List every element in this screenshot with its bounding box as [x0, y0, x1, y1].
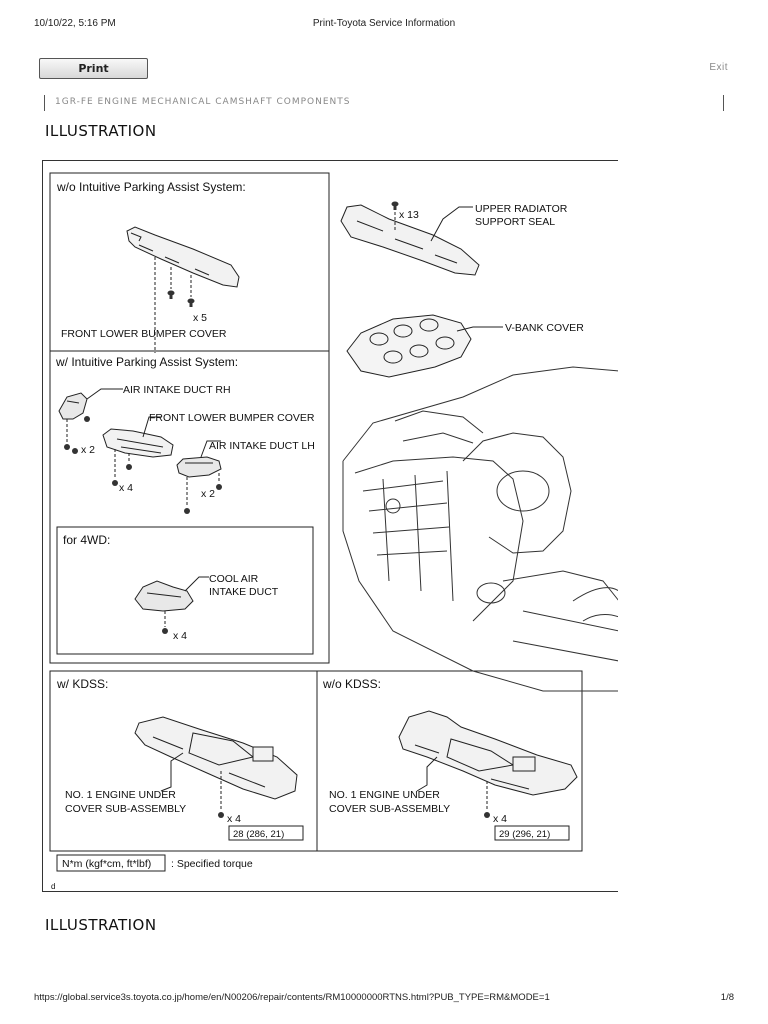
- section-heading-illustration: ILLUSTRATION: [45, 122, 157, 140]
- label-engine-under-2-line1: NO. 1 ENGINE UNDER: [329, 789, 440, 801]
- section-heading-illustration-2: ILLUSTRATION: [45, 916, 157, 934]
- label-front-lower-bumper-cover-2: FRONT LOWER BUMPER COVER: [149, 412, 315, 424]
- torque-box-kdss: [228, 825, 304, 841]
- panel-4wd: [56, 526, 314, 655]
- v-bank-cover-part: [346, 314, 472, 378]
- document-title: Print-Toyota Service Information: [312, 18, 456, 29]
- breadcrumb: 1GR-FE ENGINE MECHANICAL CAMSHAFT COMPON…: [55, 97, 351, 107]
- label-air-intake-duct-rh: AIR INTAKE DUCT RH: [123, 384, 231, 396]
- page-number: 1/8: [720, 992, 734, 1003]
- cool-air-intake-duct-part: [134, 580, 194, 612]
- print-footer: https://global.service3s.toyota.co.jp/ho…: [34, 992, 734, 1006]
- qty-duct-rh-bolts: x 2: [81, 444, 95, 456]
- legend-unit: N*m (kgf*cm, ft*lbf): [62, 858, 151, 870]
- label-cool-air-line1: COOL AIR: [209, 573, 259, 585]
- qty-no-kdss-bolts: x 4: [493, 813, 507, 825]
- panel-title-without-ipas: w/o Intuitive Parking Assist System:: [56, 180, 246, 194]
- panel-title-without-kdss: w/o KDSS:: [322, 677, 381, 691]
- qty-bumper-clips: x 5: [193, 312, 207, 324]
- bumper-cover-ipas-part: [102, 428, 174, 458]
- bolt-icon: [64, 416, 222, 514]
- components-illustration: w/o Intuitive Parking Assist System: w/ …: [42, 160, 618, 892]
- air-intake-duct-lh-part: [176, 456, 222, 478]
- print-header: 10/10/22, 5:16 PM Print-Toyota Service I…: [34, 18, 734, 32]
- label-upper-radiator-line2: SUPPORT SEAL: [475, 216, 555, 228]
- print-button[interactable]: Print: [39, 58, 148, 79]
- bolt-icon: [218, 812, 224, 818]
- label-upper-radiator-line1: UPPER RADIATOR: [475, 203, 568, 215]
- qty-bumper-bolts: x 4: [119, 482, 133, 494]
- label-cool-air-line2: INTAKE DUCT: [209, 586, 279, 598]
- breadcrumb-bar: 1GR-FE ENGINE MECHANICAL CAMSHAFT COMPON…: [44, 95, 724, 111]
- qty-cool-air-bolts: x 4: [173, 630, 187, 642]
- engine-under-cover-no-kdss-part: [398, 710, 578, 796]
- qty-kdss-bolts: x 4: [227, 813, 241, 825]
- print-datetime: 10/10/22, 5:16 PM: [34, 18, 116, 29]
- label-air-intake-duct-lh: AIR INTAKE DUCT LH: [209, 440, 315, 452]
- panel-title-4wd: for 4WD:: [63, 533, 110, 547]
- engine-under-cover-kdss-part: [134, 716, 298, 800]
- label-engine-under-2-line2: COVER SUB-ASSEMBLY: [329, 803, 450, 815]
- figure-code: d: [51, 882, 55, 891]
- clip-icon: [167, 290, 195, 307]
- label-v-bank-cover: V-BANK COVER: [505, 322, 584, 334]
- torque-no-kdss: 29 (296, 21): [499, 829, 550, 840]
- exit-link[interactable]: Exit: [709, 62, 728, 73]
- air-intake-duct-rh-part: [58, 392, 88, 420]
- panel-title-with-kdss: w/ KDSS:: [56, 677, 108, 691]
- page-url: https://global.service3s.toyota.co.jp/ho…: [34, 992, 550, 1003]
- panel-kdss: [49, 670, 583, 852]
- label-engine-under-1-line1: NO. 1 ENGINE UNDER: [65, 789, 176, 801]
- label-engine-under-1-line2: COVER SUB-ASSEMBLY: [65, 803, 186, 815]
- bumper-cover-part: [126, 226, 240, 288]
- legend-description: : Specified torque: [171, 858, 253, 870]
- panel-title-with-ipas: w/ Intuitive Parking Assist System:: [55, 355, 238, 369]
- qty-duct-lh-bolts: x 2: [201, 488, 215, 500]
- clip-icon: [391, 201, 399, 210]
- label-front-lower-bumper-cover-1: FRONT LOWER BUMPER COVER: [61, 328, 227, 340]
- upper-radiator-support-seal-part: [340, 204, 480, 276]
- illustration-svg: w/o Intuitive Parking Assist System: w/ …: [49, 172, 618, 891]
- panel-with-ipas: [49, 350, 330, 664]
- legend-unit-box: [56, 854, 166, 872]
- torque-box-no-kdss: [494, 825, 570, 841]
- bolt-icon: [484, 812, 490, 818]
- vehicle-front-illustration: [342, 366, 618, 692]
- qty-radiator-clips: x 13: [399, 209, 419, 221]
- bolt-icon: [162, 628, 168, 634]
- torque-kdss: 28 (286, 21): [233, 829, 284, 840]
